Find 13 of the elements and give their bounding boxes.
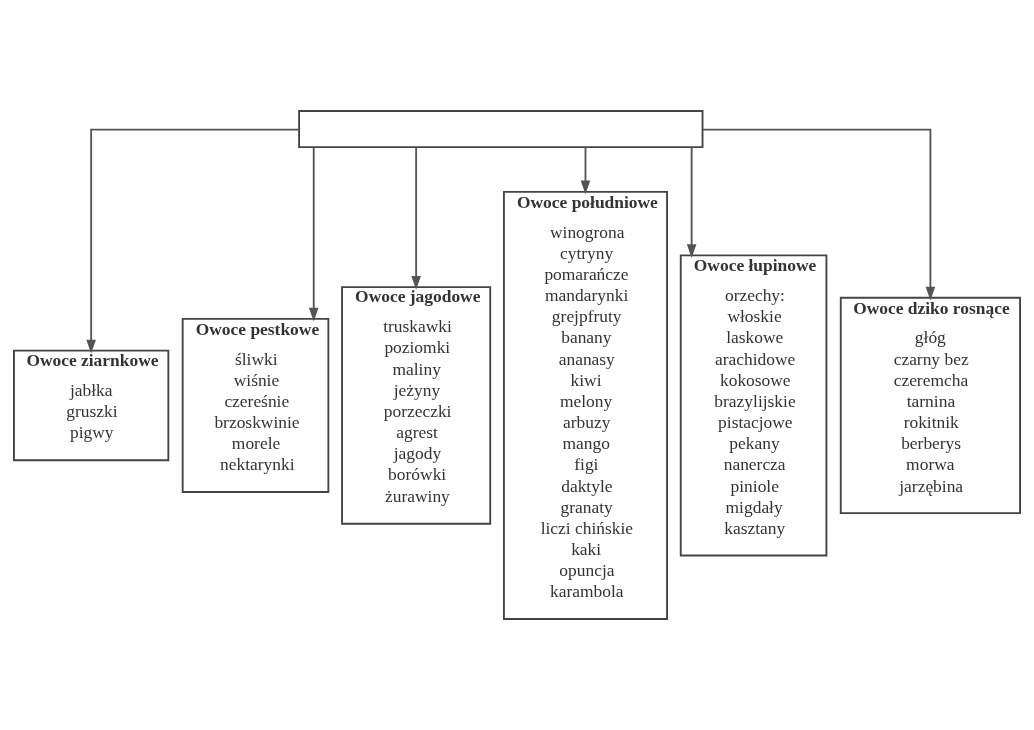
- node-box: Owoce południowe winogrona cytryny pomarańcze mandarynki grejpfruty banany ananasy kiwi melony arbuzy mango figi daktyle granaty liczi chińskie kaki opuncja karambola: [503, 191, 668, 620]
- arrow: [411, 146, 421, 290]
- arrow: [701, 128, 936, 301]
- node-box: [298, 110, 704, 149]
- node-box: Owoce łupinowe orzechy: włoskie laskowe arachidowe kokosowe brazylijskie pistacjowe pekany nanercza piniole migdały kasztany: [679, 254, 828, 557]
- node-box: Owoce dziko rosnące głóg czarny bez czeremcha tarnina rokitnik berberys morwa jarzębina: [839, 296, 1021, 515]
- node-box: Owoce ziarnkowe jabłka gruszki pigwy: [13, 349, 170, 462]
- arrow: [686, 146, 697, 259]
- node-box: Owoce jagodowe truskawki poziomki maliny jeżyny porzeczki agrest jagody borówki żurawiny: [341, 286, 492, 525]
- node-box: Owoce pestkowe śliwki wiśnie czereśnie brzoskwinie morele nektarynki: [181, 318, 330, 493]
- arrow: [580, 146, 591, 195]
- arrow: [86, 128, 300, 354]
- arrow: [308, 146, 319, 322]
